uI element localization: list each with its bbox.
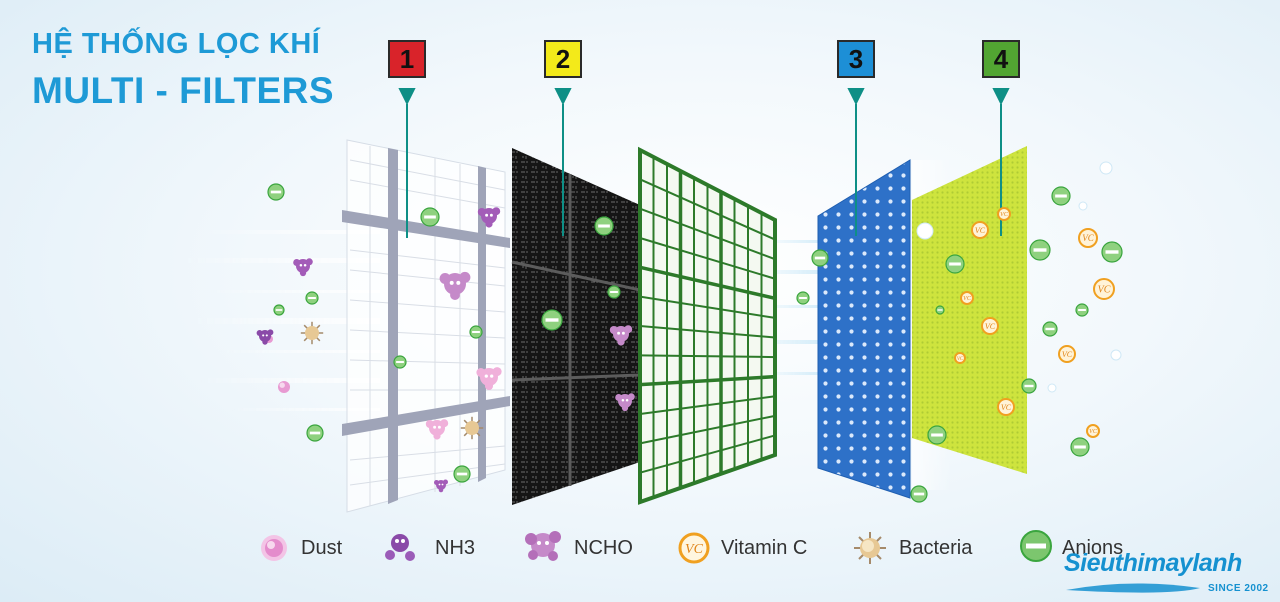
filter-2-panel: [511, 148, 641, 505]
title-line-2: MULTI - FILTERS: [32, 70, 335, 111]
filter-3-panel: [817, 159, 911, 499]
pollutant-particle: [477, 207, 501, 228]
svg-text:VC: VC: [1000, 212, 1009, 218]
anion-particle: [796, 291, 810, 305]
bacteria-icon: [854, 532, 886, 564]
vitamin-c-particle: VC: [1058, 345, 1076, 363]
bacteria-particle: [300, 321, 324, 345]
legend-label-ncho: NCHO: [574, 537, 633, 559]
svg-text:VC: VC: [1089, 429, 1098, 435]
anion-particle: [927, 425, 947, 445]
nh3-icon: [385, 534, 415, 561]
filter-2-badge: 2: [544, 40, 582, 78]
bubble: [916, 222, 934, 240]
ncho-icon: [525, 531, 561, 561]
vitamin-c-particle: VC: [1086, 424, 1100, 438]
legend-label-dust: Dust: [301, 537, 343, 559]
brand-wave: [1066, 583, 1200, 593]
vitamin-c-particle: VC: [960, 291, 974, 305]
filter-4-panel: [912, 146, 1027, 474]
legend-label-bacteria: Bacteria: [899, 537, 973, 559]
svg-text:VC: VC: [985, 322, 996, 331]
filter-mesh-panel: [638, 146, 777, 505]
vitamin-c-particle: VC: [997, 398, 1015, 416]
bubble: [1047, 383, 1057, 393]
anion-particle: [1075, 303, 1089, 317]
legend-icons: VC: [261, 530, 1052, 564]
title-line-1: HỆ THỐNG LỌC KHÍ: [32, 28, 321, 60]
anion-particle: [420, 207, 440, 227]
vitamin-c-icon-text: VC: [685, 542, 704, 557]
anion-particle: [811, 249, 829, 267]
pollutant-particle: [256, 329, 274, 345]
vitamin-c-particle: VC: [1078, 228, 1098, 248]
anion-particle: [1101, 241, 1123, 263]
vitamin-c-icon: [678, 532, 710, 564]
vitamin-c-particle: VC: [971, 221, 989, 239]
legend-label-nh3: NH3: [435, 537, 476, 559]
brand-logo-text: Sieuthimaylanh: [1064, 549, 1242, 577]
legend-label-vitamin-c: Vitamin C: [721, 537, 808, 559]
filter-1-panel: [342, 139, 510, 513]
svg-text:VC: VC: [957, 357, 964, 362]
pollutant-particle: [293, 258, 313, 277]
pollutant-particle: [439, 271, 471, 300]
filter-4-badge: 4: [982, 40, 1020, 78]
pollutant-particle: [434, 479, 448, 493]
air-streaks: [180, 230, 830, 411]
anion-particle: [273, 304, 285, 316]
anion-particle: [1042, 321, 1058, 337]
anion-particle: [267, 183, 285, 201]
anion-particle: [541, 309, 563, 331]
filter-1-badge: 1: [388, 40, 426, 78]
pollutant-particle: [425, 419, 449, 440]
svg-text:VC: VC: [963, 296, 972, 302]
vitamin-c-particle: VC: [1093, 278, 1115, 300]
anion-particle: [935, 305, 945, 315]
anion-particle: [910, 485, 928, 503]
bubble: [1099, 161, 1113, 175]
anion-particle: [1070, 437, 1090, 457]
anion-particle: [393, 355, 407, 369]
anion-particle: [594, 216, 614, 236]
anion-particle: [306, 424, 324, 442]
dust-particle: [278, 381, 290, 393]
dust-icon: [261, 535, 287, 561]
anion-particle: [453, 465, 471, 483]
pollutant-particle: [476, 367, 502, 391]
pollutant-particle: [615, 393, 635, 412]
anion-particle: [945, 254, 965, 274]
anion-particle: [1021, 378, 1037, 394]
brand-since: SINCE 2002: [1208, 583, 1269, 594]
svg-text:VC: VC: [1098, 285, 1111, 296]
vitamin-c-particle: VC: [997, 207, 1011, 221]
bubble: [1110, 349, 1122, 361]
svg-text:VC: VC: [975, 226, 986, 235]
bacteria-particle: [460, 416, 484, 440]
svg-text:VC: VC: [1082, 233, 1094, 243]
anion-particle: [1051, 186, 1071, 206]
bubble: [1078, 201, 1088, 211]
pollutant-particle: [609, 325, 633, 346]
anion-particle: [1029, 239, 1051, 261]
anion-icon: [1020, 530, 1052, 562]
anion-particle: [305, 291, 319, 305]
anion-particle: [469, 325, 483, 339]
svg-text:VC: VC: [1001, 403, 1012, 412]
particles: VC VC VC VC VC VC VC VC VC VC: [256, 161, 1123, 503]
legend-label-anions: Anions: [1062, 537, 1124, 559]
filter-3-badge: 3: [837, 40, 875, 78]
svg-text:VC: VC: [1062, 350, 1073, 359]
anion-particle: [607, 285, 621, 299]
vitamin-c-particle: VC: [954, 352, 966, 364]
vitamin-c-particle: VC: [981, 317, 999, 335]
